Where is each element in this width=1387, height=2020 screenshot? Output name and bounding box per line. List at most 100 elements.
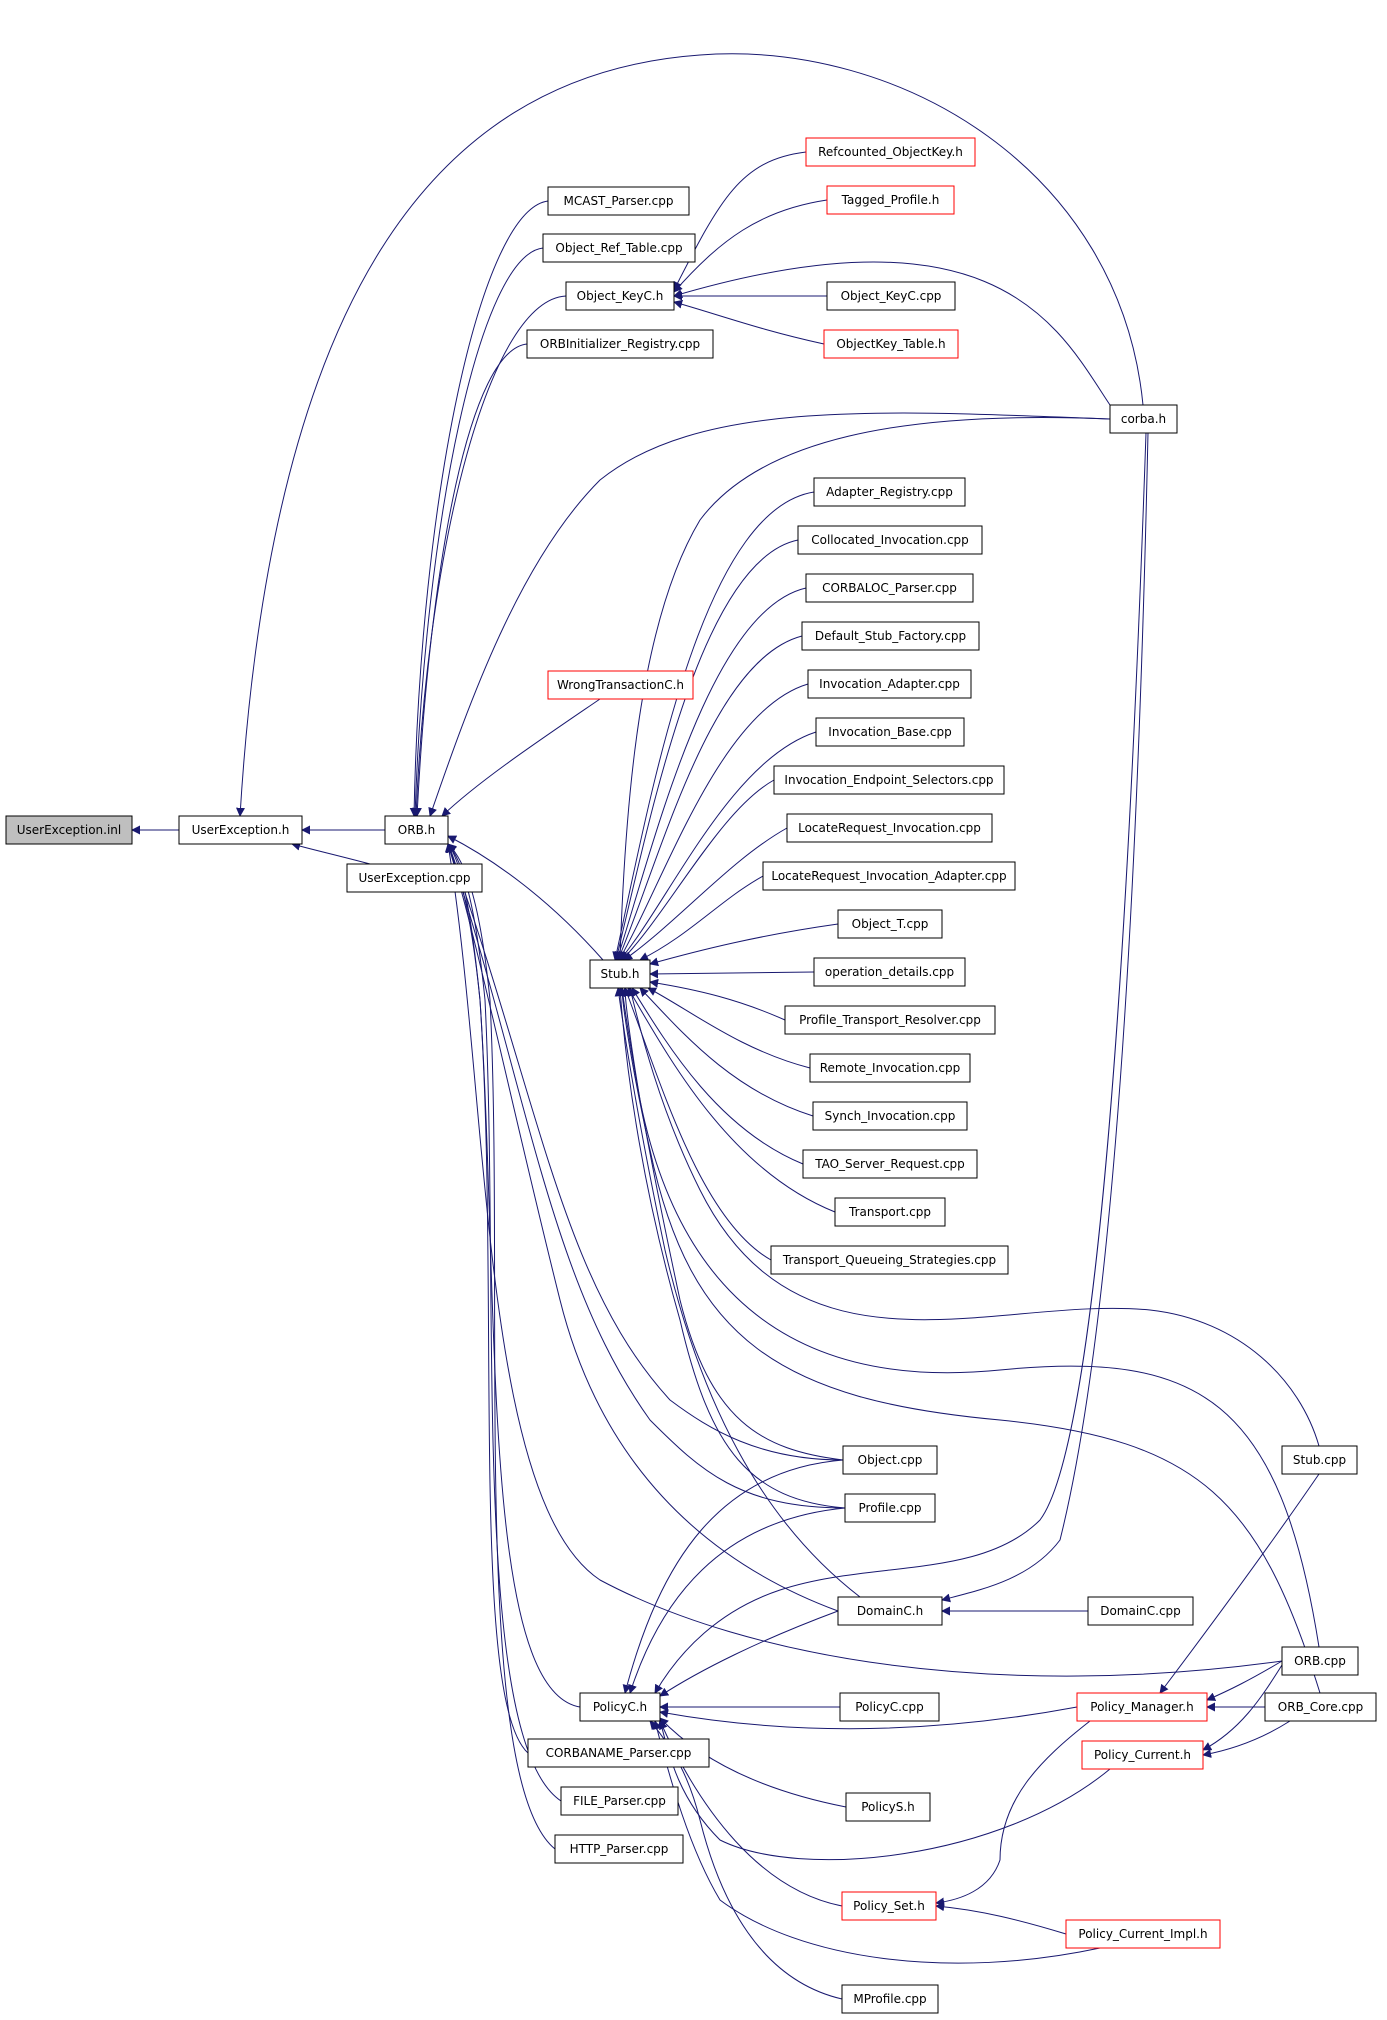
node-label: WrongTransactionC.h <box>557 678 684 692</box>
node-stub-cpp[interactable]: Stub.cpp <box>1281 1445 1358 1475</box>
edge-corba-h-to-orb-h <box>428 412 1111 817</box>
node-default-stub-factory-cpp[interactable]: Default_Stub_Factory.cpp <box>801 621 980 651</box>
node-box <box>784 1005 996 1035</box>
node-object-cpp[interactable]: Object.cpp <box>842 1445 938 1475</box>
node-invocation-base-cpp[interactable]: Invocation_Base.cpp <box>815 717 965 747</box>
node-box <box>839 1692 940 1722</box>
node-operation-details-cpp[interactable]: operation_details.cpp <box>813 957 966 987</box>
node-profile-cpp[interactable]: Profile.cpp <box>844 1493 936 1523</box>
node-box <box>1281 1646 1359 1676</box>
node-label: Transport.cpp <box>848 1205 931 1219</box>
node-box <box>823 329 959 359</box>
node-wrongtransactionc-h[interactable]: WrongTransactionC.h <box>547 670 694 700</box>
node-label: Profile.cpp <box>859 1501 922 1515</box>
node-label: Invocation_Adapter.cpp <box>819 677 960 691</box>
node-userexception-h[interactable]: UserException.h <box>178 815 303 845</box>
node-box <box>1264 1692 1377 1722</box>
edges-layer <box>131 53 1321 2000</box>
edge-orbinitializer-registry-cpp-to-orb-h <box>412 343 528 817</box>
node-orb-core-cpp[interactable]: ORB_Core.cpp <box>1264 1692 1377 1722</box>
node-mprofile-cpp[interactable]: MProfile.cpp <box>841 1984 939 2014</box>
node-object-keyc-cpp[interactable]: Object_KeyC.cpp <box>826 281 956 311</box>
node-corbaloc-parser-cpp[interactable]: CORBALOC_Parser.cpp <box>805 573 974 603</box>
node-object-t-cpp[interactable]: Object_T.cpp <box>837 909 943 939</box>
node-policyc-h[interactable]: PolicyC.h <box>579 1692 661 1722</box>
node-tagged-profile-h[interactable]: Tagged_Profile.h <box>826 185 955 215</box>
node-tao-server-request-cpp[interactable]: TAO_Server_Request.cpp <box>802 1149 978 1179</box>
node-collocated-invocation-cpp[interactable]: Collocated_Invocation.cpp <box>797 525 983 555</box>
node-policy-current-impl-h[interactable]: Policy_Current_Impl.h <box>1065 1919 1221 1949</box>
node-mcast-parser-cpp[interactable]: MCAST_Parser.cpp <box>547 186 690 216</box>
node-locaterequest-invocation-adapter-cpp[interactable]: LocateRequest_Invocation_Adapter.cpp <box>762 861 1016 891</box>
node-label: MProfile.cpp <box>853 1992 926 2006</box>
node-object-keyc-h[interactable]: Object_KeyC.h <box>565 281 675 311</box>
node-transport-queueing-strategies-cpp[interactable]: Transport_Queueing_Strategies.cpp <box>770 1245 1009 1275</box>
node-objectkey-table-h[interactable]: ObjectKey_Table.h <box>823 329 959 359</box>
node-orbinitializer-registry-cpp[interactable]: ORBInitializer_Registry.cpp <box>526 329 714 359</box>
node-label: MCAST_Parser.cpp <box>564 194 674 208</box>
node-box <box>841 1984 939 2014</box>
edge-policyc-h-to-orb-h <box>447 843 581 1708</box>
node-box <box>346 863 483 893</box>
node-domainc-cpp[interactable]: DomainC.cpp <box>1087 1596 1194 1626</box>
node-label: Object_Ref_Table.cpp <box>555 241 682 255</box>
node-invocation-endpoint-selectors-cpp[interactable]: Invocation_Endpoint_Selectors.cpp <box>773 765 1005 795</box>
edge-refcounted-objectkey-h-to-object-keyc-h <box>673 151 807 291</box>
node-corba-h[interactable]: corba.h <box>1109 404 1178 434</box>
node-profile-transport-resolver-cpp[interactable]: Profile_Transport_Resolver.cpp <box>784 1005 996 1035</box>
node-label: HTTP_Parser.cpp <box>570 1842 669 1856</box>
node-policyc-cpp[interactable]: PolicyC.cpp <box>839 1692 940 1722</box>
node-box <box>1087 1596 1194 1626</box>
node-box <box>805 137 976 167</box>
node-userexception-inl[interactable]: UserException.inl <box>5 815 133 845</box>
edge-profile-cpp-to-stub-h <box>616 987 846 1509</box>
edge-orb-cpp-to-policy-manager-h <box>1206 1660 1283 1701</box>
node-policy-current-h[interactable]: Policy_Current.h <box>1081 1740 1204 1770</box>
node-policy-manager-h[interactable]: Policy_Manager.h <box>1076 1692 1208 1722</box>
edge-policys-h-to-policyc-h <box>659 1717 847 1808</box>
node-domainc-h[interactable]: DomainC.h <box>837 1596 943 1626</box>
node-adapter-registry-cpp[interactable]: Adapter_Registry.cpp <box>813 477 966 507</box>
node-synch-invocation-cpp[interactable]: Synch_Invocation.cpp <box>812 1101 968 1131</box>
node-file-parser-cpp[interactable]: FILE_Parser.cpp <box>560 1786 679 1816</box>
node-label: TAO_Server_Request.cpp <box>814 1157 965 1171</box>
node-invocation-adapter-cpp[interactable]: Invocation_Adapter.cpp <box>807 669 972 699</box>
node-policys-h[interactable]: PolicyS.h <box>845 1792 931 1822</box>
node-corbaname-parser-cpp[interactable]: CORBANAME_Parser.cpp <box>527 1738 710 1768</box>
edge-orb-cpp-to-policy-current-h <box>1202 1664 1283 1751</box>
node-label: operation_details.cpp <box>825 965 954 979</box>
node-stub-h[interactable]: Stub.h <box>589 959 651 989</box>
edge-domainc-h-to-policyc-h <box>659 1610 839 1697</box>
node-label: Object_KeyC.h <box>577 289 664 303</box>
node-box <box>786 813 993 843</box>
node-orb-h[interactable]: ORB.h <box>384 815 449 845</box>
edge-profile-cpp-to-policyc-h <box>628 1507 846 1694</box>
node-remote-invocation-cpp[interactable]: Remote_Invocation.cpp <box>809 1053 971 1083</box>
node-http-parser-cpp[interactable]: HTTP_Parser.cpp <box>554 1834 684 1864</box>
node-label: ObjectKey_Table.h <box>836 337 945 351</box>
node-box <box>384 815 449 845</box>
node-label: FILE_Parser.cpp <box>573 1794 666 1808</box>
edge-tao-server-request-cpp-to-stub-h <box>631 987 804 1165</box>
node-refcounted-objectkey-h[interactable]: Refcounted_ObjectKey.h <box>805 137 976 167</box>
node-label: Stub.cpp <box>1293 1453 1346 1467</box>
node-orb-cpp[interactable]: ORB.cpp <box>1281 1646 1359 1676</box>
node-box <box>1065 1919 1221 1949</box>
edge-invocation-endpoint-selectors-cpp-to-stub-h <box>621 779 775 961</box>
node-label: CORBALOC_Parser.cpp <box>822 581 957 595</box>
node-policy-set-h[interactable]: Policy_Set.h <box>841 1891 937 1921</box>
node-userexception-cpp[interactable]: UserException.cpp <box>346 863 483 893</box>
node-label: Invocation_Endpoint_Selectors.cpp <box>784 773 993 787</box>
node-label: ORBInitializer_Registry.cpp <box>540 337 700 351</box>
edge-object-cpp-to-stub-h <box>618 987 844 1461</box>
node-label: ORB.h <box>398 823 435 837</box>
node-transport-cpp[interactable]: Transport.cpp <box>834 1197 946 1227</box>
edge-remote-invocation-cpp-to-stub-h <box>647 987 811 1069</box>
node-locaterequest-invocation-cpp[interactable]: LocateRequest_Invocation.cpp <box>786 813 993 843</box>
edge-stub-h-to-orb-h <box>447 835 604 961</box>
node-object-ref-table-cpp[interactable]: Object_Ref_Table.cpp <box>542 233 696 263</box>
edge-locaterequest-invocation-adapter-cpp-to-stub-h <box>639 875 764 961</box>
edge-orb-cpp-to-orb-h <box>444 843 1283 1677</box>
edge-default-stub-factory-cpp-to-stub-h <box>616 635 803 961</box>
node-box <box>801 621 980 651</box>
